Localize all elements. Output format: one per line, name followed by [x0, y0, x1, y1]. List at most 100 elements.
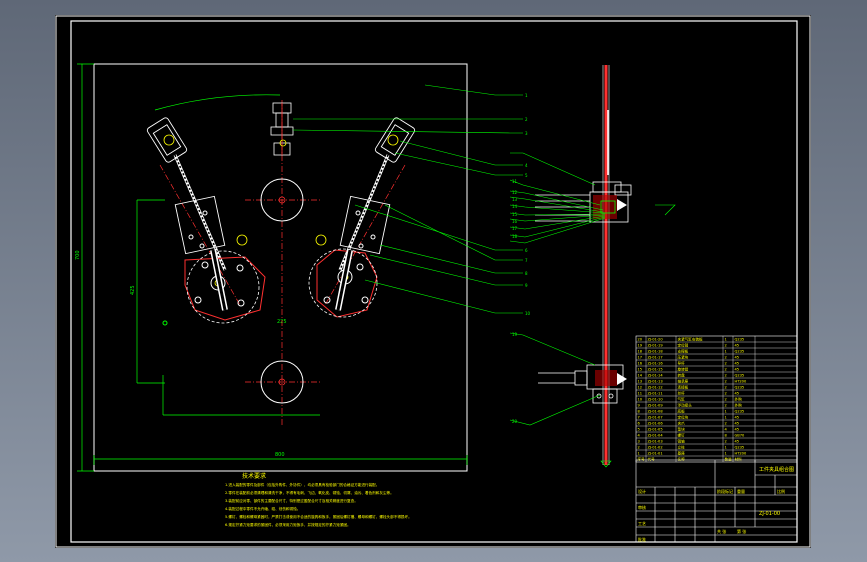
bom-cell-qty: 2: [725, 356, 727, 360]
bom-cell-no: 12: [638, 386, 643, 390]
main-view: 700 425 225 800: [75, 63, 531, 527]
bom-cell-no: 18: [638, 350, 643, 354]
bom-cell-code: ZJ-01-03: [648, 440, 663, 444]
side-leader-lines: [509, 152, 676, 426]
bom-header-no: 序号: [638, 457, 646, 462]
bom-cell-qty: 2: [725, 398, 727, 402]
bom-cell-name: 夹紧气缸安装板: [678, 337, 704, 342]
bom-cell-no: 15: [638, 368, 643, 372]
svg-text:2: 2: [525, 117, 528, 122]
bom-cell-code: ZJ-01-05: [648, 428, 663, 432]
bom-cell-name: 连接板: [678, 385, 689, 390]
bom-cell-no: 19: [638, 344, 643, 348]
bom-cell-no: 9: [638, 404, 641, 408]
bom-cell-mat: 45: [735, 428, 740, 432]
bom-cell-name: 导杆: [678, 361, 686, 366]
bom-cell-qty: 1: [725, 338, 727, 342]
tb-drawing-title: 工件夹具组合图: [759, 466, 794, 473]
svg-text:5: 5: [525, 173, 528, 178]
bom-cell-no: 7: [638, 416, 640, 420]
bom-cell-name: 立柱: [678, 445, 686, 450]
svg-text:1: 1: [525, 93, 528, 98]
bom-cell-code: ZJ-01-04: [648, 434, 664, 438]
tech-requirements-title: 技术要求: [242, 472, 266, 480]
bom-cell-no: 17: [638, 356, 643, 360]
bom-cell-code: ZJ-01-08: [648, 410, 664, 414]
tech-requirement-6: 6.规定拧紧力矩要求的紧固件，必须采用力矩扳手，并按规定的拧紧力矩紧固。: [225, 522, 351, 527]
bom-cell-no: 2: [638, 446, 640, 450]
tb-weight: 重量: [737, 488, 745, 494]
svg-text:16: 16: [512, 219, 518, 224]
bom-cell-mat: 外购: [735, 403, 743, 408]
bom-cell-name: 定位销: [678, 343, 689, 348]
bom-cell-mat: 45: [735, 356, 740, 360]
bom-cell-qty: 1: [725, 350, 727, 354]
bom-cell-code: ZJ-01-15: [648, 368, 663, 372]
bom-cell-no: 11: [638, 392, 643, 396]
bom-cell-no: 16: [638, 362, 643, 366]
bom-cell-mat: 45: [735, 362, 740, 366]
outer-frame: [55, 15, 811, 548]
main-view-balloons: 1 2 3 4 5 6 7 8 9 10: [525, 93, 531, 316]
bom-cell-no: 6: [638, 422, 641, 426]
bom-cell-qty: 2: [725, 386, 727, 390]
bom-cell-code: ZJ-01-10: [648, 398, 664, 402]
bom-cell-name: 销轴: [678, 439, 686, 444]
bom-cell-qty: 4: [725, 428, 728, 432]
bom-cell-code: ZJ-01-11: [648, 392, 663, 396]
svg-text:8: 8: [525, 271, 528, 276]
lower-locating-disc: [260, 360, 304, 404]
bom-cell-name: 浮动接头: [678, 403, 693, 408]
bom-cell-code: ZJ-01-09: [648, 404, 664, 408]
bom-cell-mat: Q235: [735, 338, 745, 342]
bom-cell-no: 3: [638, 440, 640, 444]
tech-requirement-4: 4.装配过程中零件不允许磕、碰、划伤和锈蚀。: [225, 506, 300, 511]
bom-cell-qty: 2: [725, 404, 727, 408]
bom-cell-mat: 45: [735, 416, 740, 420]
bom-cell-no: 20: [638, 338, 643, 342]
bom-cell-no: 5: [638, 428, 640, 432]
bom-cell-code: ZJ-01-13: [648, 380, 663, 384]
tb-design: 设计: [638, 488, 646, 494]
bom-cell-name: 轴承座: [678, 379, 689, 384]
svg-text:13: 13: [512, 197, 518, 202]
dim-left-height: 700: [75, 250, 81, 260]
bom-cell-code: ZJ-01-14: [648, 374, 664, 378]
bom-cell-code: ZJ-01-02: [648, 446, 663, 450]
tech-requirement-1: 1.进入装配的零件及部件（包括外购件、外协件），均必须具有检验部门的合格证方能进…: [225, 482, 379, 487]
bom-cell-no: 8: [638, 410, 641, 414]
bom-cell-qty: 1: [725, 452, 727, 456]
bom-cell-no: 10: [638, 398, 643, 402]
bom-cell-code: ZJ-01-18: [648, 350, 664, 354]
bom-cell-code: ZJ-01-16: [648, 362, 664, 366]
tb-sheet-no: 第 张: [737, 528, 746, 534]
bom-cell-qty: 2: [725, 392, 727, 396]
bom-cell-mat: Q235: [735, 410, 745, 414]
bom-cell-qty: 2: [725, 380, 727, 384]
bom-header-name: 名称: [678, 457, 686, 462]
bom-cell-mat: 45: [735, 422, 740, 426]
tb-sheet-total: 共 张: [717, 528, 726, 534]
tb-drawing-number: ZJ-01-00: [759, 511, 780, 517]
bom-cell-mat: Q235: [735, 374, 745, 378]
tb-approve: 批准: [638, 536, 646, 542]
bom-cell-no: 13: [638, 380, 643, 384]
bom-cell-name: 旋转臂: [678, 367, 689, 372]
left-arm-assembly: [146, 117, 266, 326]
svg-text:6: 6: [525, 248, 528, 253]
inner-frame: [70, 20, 798, 543]
top-clamp: [270, 102, 294, 156]
bom-cell-no: 1: [638, 452, 640, 456]
bom-cell-name: 压紧块: [678, 355, 689, 360]
bom-cell-name: 定位块: [678, 415, 689, 420]
bom-cell-qty: 2: [725, 344, 727, 348]
svg-text:11: 11: [512, 179, 518, 184]
svg-text:17: 17: [512, 226, 518, 231]
bom-cell-qty: 2: [725, 362, 727, 366]
bom-cell-code: ZJ-01-06: [648, 422, 664, 426]
right-arm-assembly: [308, 117, 416, 318]
tech-requirement-2: 2.零件在装配前必须清理和清洗干净，不得有毛刺、飞边、氧化皮、锈蚀、切屑、油污、…: [225, 490, 394, 495]
bom-cell-qty: 2: [725, 374, 727, 378]
bom-cell-name: 气缸: [678, 397, 686, 402]
